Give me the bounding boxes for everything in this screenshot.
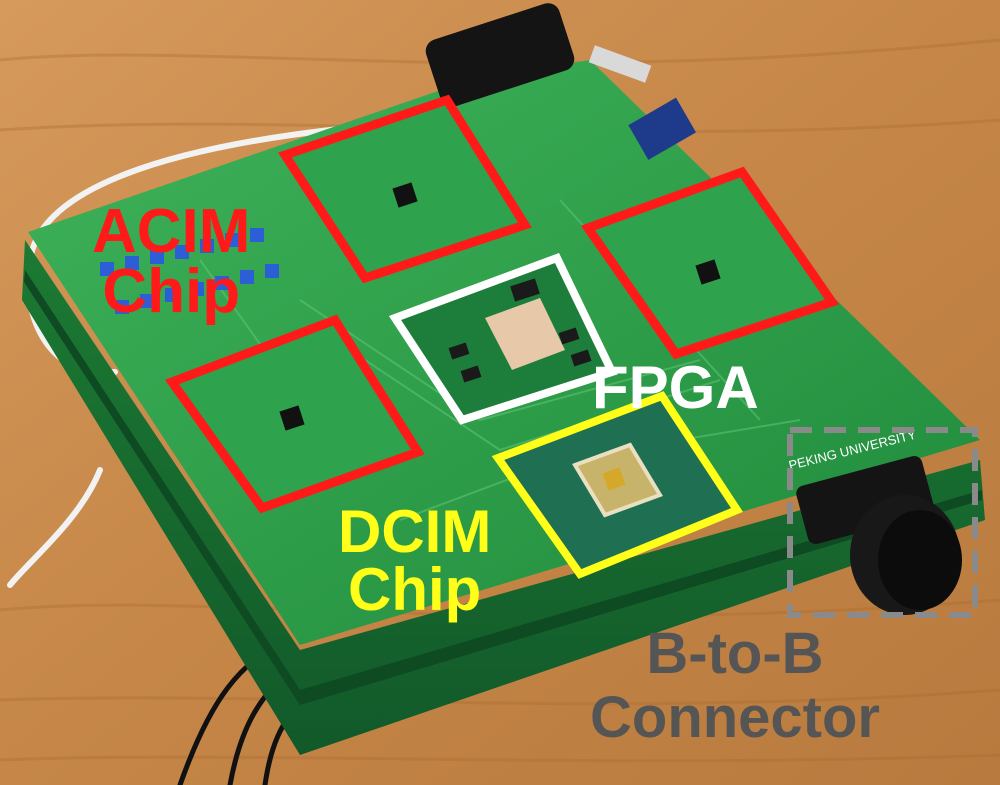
fpga-label-text: FPGA: [592, 354, 759, 421]
small-module: [628, 97, 696, 160]
btob-connector-base: [796, 455, 934, 545]
usb-cable-2: [7, 467, 103, 588]
btob-cable-coil-2: [878, 510, 962, 610]
acim-chip-label-text: ACIM Chip: [92, 197, 251, 326]
dcim-die: [602, 467, 626, 491]
dcim-box: [491, 391, 744, 579]
ribbon-cable: [588, 45, 652, 83]
acim-chip-1: [392, 182, 418, 208]
dcim-chip-label-text: DCIM Chip: [338, 498, 492, 623]
acim-chip-3: [279, 405, 305, 431]
btob-connector-label-text: B-to-B Connector: [590, 621, 880, 750]
acim-box-2: [580, 166, 840, 360]
fpga-box: [388, 252, 618, 425]
fpga-chip: [485, 298, 565, 370]
fpga-memory-chips: [448, 278, 592, 383]
acim-box-1: [278, 94, 532, 284]
acim-chip-2: [695, 259, 721, 285]
top-connector: [425, 3, 575, 107]
acim-box-3: [164, 314, 425, 514]
acim-chip-label: ACIM Chip: [92, 201, 250, 323]
btob-connector-label: B-to-B Connector: [590, 622, 880, 750]
fpga-label: FPGA: [592, 358, 759, 418]
potentiometer-array: [100, 228, 279, 314]
pcb-stack-side: [22, 240, 985, 755]
btob-box: [787, 427, 978, 618]
dcim-chip-label: DCIM Chip: [338, 502, 491, 620]
